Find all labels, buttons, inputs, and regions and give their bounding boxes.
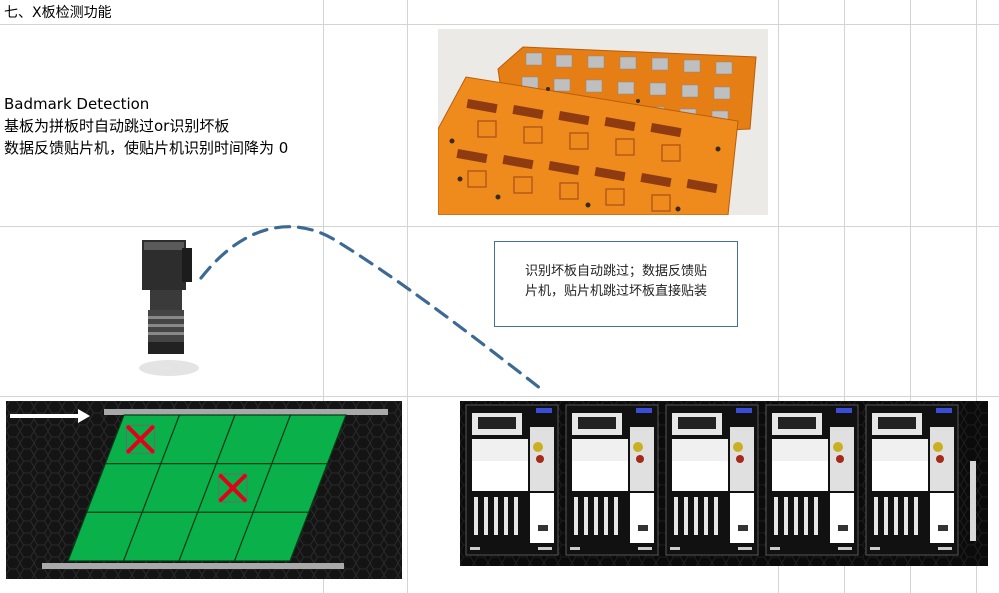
description-line-3: 数据反馈贴片机，使贴片机识别时间降为 0 bbox=[4, 139, 289, 157]
grid-row-line bbox=[0, 226, 999, 227]
dashed-flow-curve bbox=[195, 222, 555, 397]
bad-board-frame bbox=[125, 424, 155, 454]
grid-row-line bbox=[0, 24, 999, 25]
placement-machine bbox=[665, 404, 759, 556]
board-cell bbox=[233, 511, 310, 562]
placement-machine bbox=[865, 404, 959, 556]
note-line-2: 片机，贴片机跳过坏板直接贴装 bbox=[524, 284, 707, 299]
feature-description: Badmark Detection 基板为拼板时自动跳过or识别坏板 数据反馈贴… bbox=[4, 93, 288, 159]
description-line-2: 基板为拼板时自动跳过or识别坏板 bbox=[4, 117, 230, 135]
bad-board-frame bbox=[218, 473, 248, 503]
grid-row-line bbox=[0, 396, 999, 397]
bad-board-x-icon bbox=[126, 425, 155, 454]
pcb-panel-photo bbox=[438, 29, 768, 215]
bottom-rail bbox=[42, 563, 344, 569]
grid-column-line bbox=[323, 0, 324, 593]
camera-image bbox=[136, 238, 202, 378]
grid-column-line bbox=[407, 0, 408, 593]
side-bar bbox=[970, 461, 976, 541]
callout-note: 识别坏板自动跳过；数据反馈贴 片机，贴片机跳过坏板直接贴装 bbox=[494, 241, 738, 327]
grid-column-line bbox=[976, 0, 977, 593]
section-title: 七、X板检测功能 bbox=[4, 5, 112, 21]
note-line-1: 识别坏板自动跳过；数据反馈贴 bbox=[524, 264, 707, 279]
placement-machine bbox=[565, 404, 659, 556]
description-line-1: Badmark Detection bbox=[4, 95, 150, 113]
grid-column-line bbox=[844, 0, 845, 593]
placement-machines-diagram bbox=[460, 401, 988, 566]
bad-board-x-icon bbox=[218, 474, 247, 502]
placement-machine bbox=[465, 404, 559, 556]
arrow-right-icon bbox=[10, 409, 90, 423]
grid-column-line bbox=[778, 0, 779, 593]
placement-machine bbox=[765, 404, 859, 556]
grid-column-line bbox=[910, 0, 911, 593]
badmark-board-diagram bbox=[6, 401, 402, 579]
top-rail bbox=[104, 409, 388, 415]
